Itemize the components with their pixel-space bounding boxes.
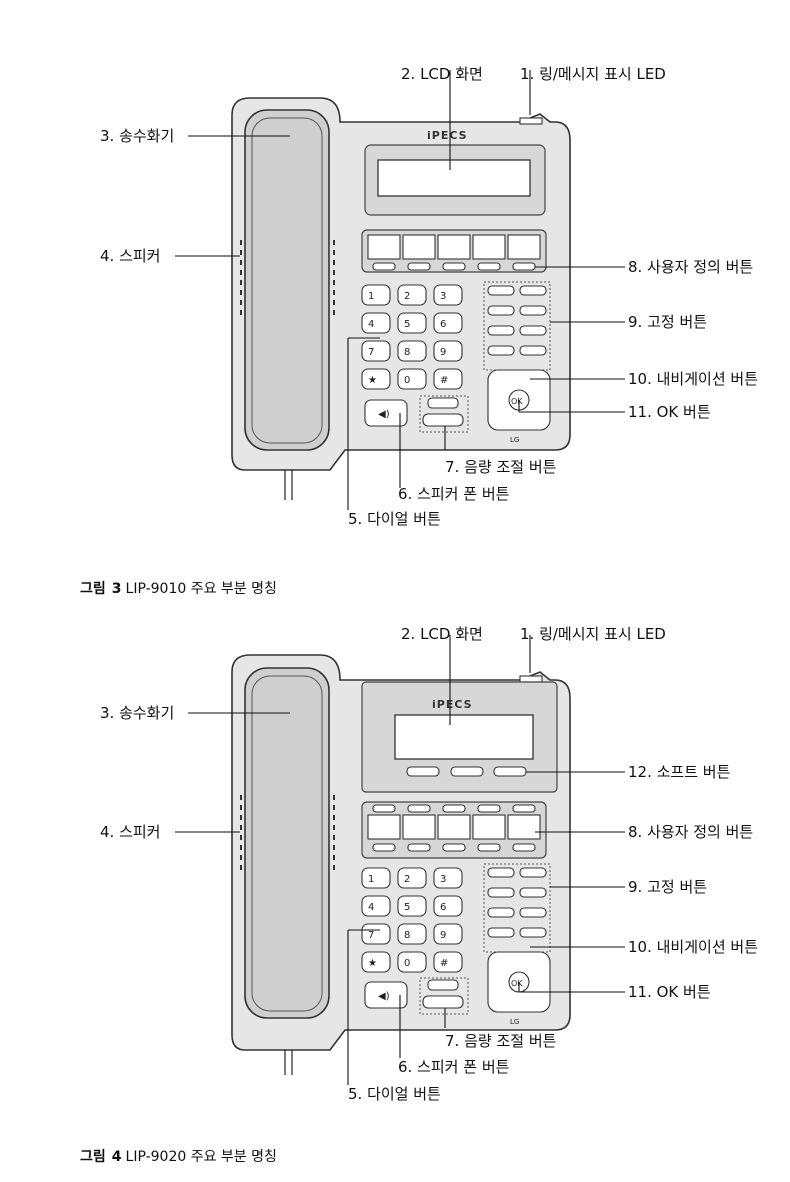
svg-text:★: ★ (368, 375, 377, 386)
svg-text:2: 2 (404, 291, 410, 302)
callout-soft-buttons: 12. 소프트 버튼 (628, 763, 731, 781)
caption-text: LIP-9020 주요 부분 명칭 (125, 1149, 277, 1165)
svg-text:OK: OK (511, 979, 523, 988)
callout-fixed-buttons: 9. 고정 버튼 (628, 878, 708, 896)
svg-text:★: ★ (368, 958, 377, 969)
svg-text:7: 7 (368, 930, 374, 941)
volume-key-area (419, 395, 469, 433)
svg-text:4: 4 (368, 319, 374, 330)
caption-number: 3 (111, 581, 122, 597)
svg-text:5: 5 (404, 902, 410, 913)
svg-text:6: 6 (440, 319, 446, 330)
svg-text:#: # (440, 958, 448, 969)
svg-text:2: 2 (404, 874, 410, 885)
ring-led (519, 675, 543, 683)
caption-number: 4 (111, 1149, 122, 1165)
fixed-buttons (487, 285, 547, 356)
phone-figure-lip-9020: iPECS 1 2 3 4 5 6 7 8 9 ★ 0 # ◀) (0, 600, 790, 1140)
svg-text:OK: OK (511, 397, 523, 406)
callout-speakerphone: 6. 스피커 폰 버튼 (398, 1058, 510, 1076)
caption-label: 그림 (80, 581, 106, 597)
lcd-screen (394, 714, 534, 760)
lg-brand: LG (510, 436, 519, 444)
svg-text:6: 6 (440, 902, 446, 913)
dial-keypad: 1 2 3 4 5 6 7 8 9 ★ 0 # (361, 867, 463, 973)
svg-text:◀): ◀) (378, 991, 390, 1002)
svg-text:3: 3 (440, 291, 446, 302)
phone-illustration: iPECS 1 2 3 4 5 6 7 8 9 ★ 0 # ◀) (175, 70, 625, 510)
soft-buttons (406, 766, 527, 777)
handset (244, 109, 330, 451)
callout-speaker: 4. 스피커 (100, 823, 161, 841)
callout-handset: 3. 송수화기 (100, 704, 175, 722)
svg-text:7: 7 (368, 347, 374, 358)
fixed-button-area (483, 863, 551, 953)
callout-dial: 5. 다이얼 버튼 (348, 510, 441, 528)
callout-speakerphone: 6. 스피커 폰 버튼 (398, 485, 510, 503)
ipecs-logo: iPECS (427, 129, 468, 142)
speakerphone-key (364, 981, 408, 1009)
svg-text:8: 8 (404, 930, 410, 941)
caption-text: LIP-9010 주요 부분 명칭 (125, 581, 277, 597)
callout-ok: 11. OK 버튼 (628, 983, 711, 1001)
callout-lcd: 2. LCD 화면 (401, 65, 483, 83)
volume-key-area (419, 977, 469, 1015)
lcd-screen (377, 159, 531, 197)
callout-led: 1. 링/메시지 표시 LED (520, 65, 666, 83)
dial-keypad: 1 2 3 4 5 6 7 8 9 ★ 0 # (361, 284, 463, 390)
callout-handset: 3. 송수화기 (100, 127, 175, 145)
caption-label: 그림 (80, 1149, 106, 1165)
svg-text:1: 1 (368, 874, 374, 885)
ring-led (519, 117, 543, 125)
handset (244, 667, 330, 1019)
speakerphone-key (364, 399, 408, 427)
fixed-button-area (483, 281, 551, 371)
callout-navigation: 10. 내비게이션 버튼 (628, 370, 758, 388)
svg-text:0: 0 (404, 375, 410, 386)
phone-illustration: iPECS 1 2 3 4 5 6 7 8 9 ★ 0 # ◀) (175, 635, 625, 1085)
svg-text:3: 3 (440, 874, 446, 885)
user-buttons (367, 234, 541, 271)
svg-text:#: # (440, 375, 448, 386)
user-buttons (367, 804, 541, 852)
callout-fixed-buttons: 9. 고정 버튼 (628, 313, 708, 331)
callout-lcd: 2. LCD 화면 (401, 625, 483, 643)
svg-text:9: 9 (440, 347, 446, 358)
callout-user-buttons: 8. 사용자 정의 버튼 (628, 258, 754, 276)
callout-navigation: 10. 내비게이션 버튼 (628, 938, 758, 956)
ipecs-logo: iPECS (432, 698, 473, 711)
callout-dial: 5. 다이얼 버튼 (348, 1085, 441, 1103)
lg-brand: LG (510, 1018, 519, 1026)
svg-text:9: 9 (440, 930, 446, 941)
callout-volume: 7. 음량 조절 버튼 (445, 458, 557, 476)
callout-user-buttons: 8. 사용자 정의 버튼 (628, 823, 754, 841)
svg-text:◀): ◀) (378, 409, 390, 420)
svg-text:1: 1 (368, 291, 374, 302)
callout-volume: 7. 음량 조절 버튼 (445, 1032, 557, 1050)
svg-text:4: 4 (368, 902, 374, 913)
svg-text:5: 5 (404, 319, 410, 330)
svg-text:8: 8 (404, 347, 410, 358)
fixed-buttons (487, 867, 547, 938)
svg-text:0: 0 (404, 958, 410, 969)
phone-figure-lip-9010: iPECS 1 2 3 4 5 6 7 8 9 ★ 0 # ◀) (0, 30, 790, 570)
callout-ok: 11. OK 버튼 (628, 403, 711, 421)
callout-led: 1. 링/메시지 표시 LED (520, 625, 666, 643)
callout-speaker: 4. 스피커 (100, 247, 161, 265)
